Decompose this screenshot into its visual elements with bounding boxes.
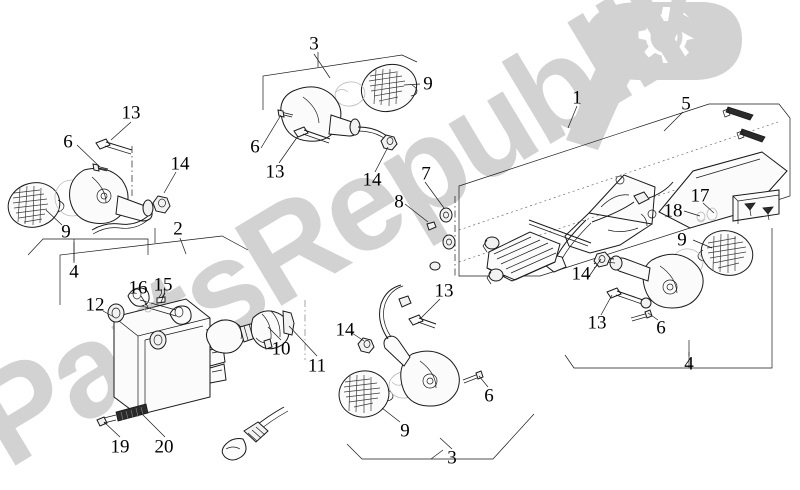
watermark-gear-badge [566,2,742,150]
callout-number: 4 [69,261,79,283]
callout-number: 8 [394,191,404,213]
top-turn-signal-assembly [262,52,418,151]
left-turn-signal-assembly [7,138,171,261]
callout-number: 6 [250,136,260,158]
license-plate-support-assembly [426,103,791,285]
callout-number: 17 [690,185,710,207]
callout-number: 9 [677,229,687,251]
callout-number: 20 [154,436,174,458]
callout-number: 10 [271,338,291,360]
right-turn-signal-assembly [564,228,773,369]
callout-number: 6 [656,317,666,339]
callout-number: 15 [153,274,173,296]
callout-number: 14 [335,319,355,341]
callout-number: 16 [128,277,148,299]
callout-number: 13 [121,102,141,124]
callout-number: 6 [63,131,73,153]
callout-number: 13 [434,280,454,302]
callout-number: 3 [309,33,319,55]
callout-number: 14 [362,169,382,191]
callout-number: 3 [447,447,457,469]
callout-number: 9 [423,73,433,95]
callout-number: 7 [421,163,431,185]
callout-number: 12 [85,294,105,316]
tail-light-assembly [59,228,295,427]
callout-number: 11 [307,355,327,377]
callout-number: 19 [110,436,130,458]
callout-number: 9 [61,221,71,243]
callout-number: 6 [484,385,494,407]
callout-number: 4 [684,353,694,375]
callout-number: 14 [170,153,190,175]
callout-number: 9 [400,420,410,442]
callout-number: 13 [265,161,285,183]
callout-number: 18 [663,200,683,222]
callout-number: 2 [173,218,183,240]
callout-number: 1 [572,87,582,109]
callout-number: 13 [587,312,607,334]
plate-hardware-17-18 [696,189,780,224]
bulb-and-wire-assembly [221,406,289,461]
tail-light-unit [482,231,561,285]
bottom-turn-signal-assembly [338,284,535,460]
leader-lines [45,53,715,450]
callout-number: 14 [571,263,591,285]
callout-number: 5 [681,93,691,115]
